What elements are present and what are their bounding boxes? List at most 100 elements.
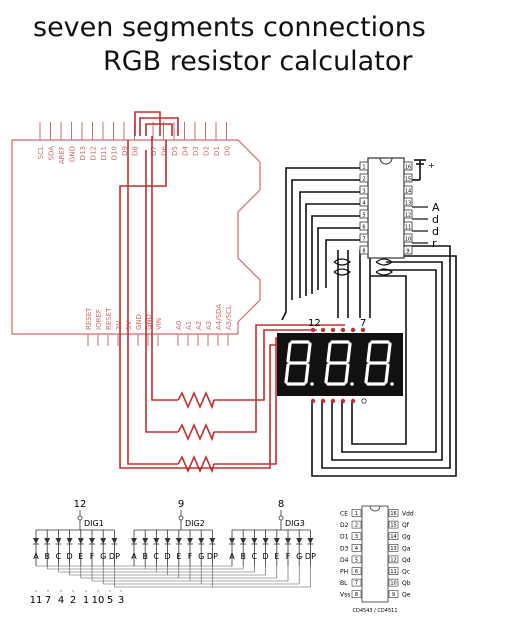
digit-pin-number: 8 (278, 499, 284, 510)
chip-left-pin-num: 7 (362, 237, 365, 243)
display-top-pin (340, 327, 346, 333)
chip-schematic-left-label: D2 (340, 522, 349, 529)
segment-led-icon (229, 538, 235, 544)
chip-schematic-left-label: BL (340, 580, 348, 587)
chip-right-pin-num: 9 (406, 249, 409, 255)
arduino-top-pin-label: D11 (100, 146, 108, 160)
digit-label: DIG1 (84, 519, 104, 528)
segment-label: F (188, 552, 193, 561)
display-bottom-pin (350, 398, 356, 404)
display-pins (310, 327, 367, 404)
chip-left-pin (359, 185, 369, 195)
chip-right-pin (403, 221, 413, 231)
segment-led-icon (55, 538, 62, 544)
arduino-bottom-pin-label: RESET (105, 307, 113, 330)
arduino-wires (119, 111, 345, 469)
chip-schematic-left-num: 8 (355, 592, 358, 598)
chip-right-pin-num: 10 (405, 237, 411, 243)
bottom-pin-number: 11 (30, 595, 43, 606)
segment-label: DP (207, 552, 218, 561)
chip-schematic-caption: CD4543 / CD4511 (353, 608, 398, 614)
chip-right-pin (403, 209, 413, 219)
digit-label: DIG3 (285, 519, 305, 528)
chip-schematic-left-label: D3 (340, 545, 349, 552)
chip-schematic-right-label: Qd (402, 557, 411, 564)
chip-left-pin (359, 173, 369, 183)
segment-label: D (263, 552, 269, 561)
arduino-bottom-pin-label: GND (135, 314, 143, 330)
display-bottom-pin (361, 398, 367, 404)
digit-label: DIG2 (185, 519, 205, 528)
segment-led-icon (33, 538, 39, 544)
segment-label: G (100, 552, 106, 561)
segment-label: D (67, 552, 73, 561)
chip-schematic-left-num: 1 (355, 511, 358, 517)
title-line-1: seven segments connections (33, 12, 426, 43)
chip-left-pin-num: 4 (362, 201, 365, 207)
segment-label: DP (305, 552, 316, 561)
chip-schematic-left-num: 5 (355, 557, 358, 563)
display-bottom-pin (320, 398, 326, 404)
chip-right-pin-num: 11 (405, 225, 411, 231)
segment-led-icon (153, 538, 160, 544)
bottom-pin-number: 5 (107, 595, 113, 606)
chip-schematic-right-label: Qf (402, 522, 410, 529)
arduino-top-pin-label: D3 (192, 146, 200, 156)
segment-led-icon (307, 538, 314, 544)
segment-led-icon (209, 538, 216, 544)
chip-schematic-right-num: 10 (390, 581, 396, 587)
segment-label: B (240, 552, 246, 561)
display-top-pin (360, 327, 366, 333)
chip-left-pin-num: 5 (362, 213, 365, 219)
segment-label: C (252, 552, 258, 561)
title-line-2: RGB resistor calculator (103, 46, 413, 77)
segment-led-icon (111, 538, 118, 544)
segment-label: F (90, 552, 95, 561)
arduino-bottom-pin-label: VIN (155, 318, 163, 330)
decoder-chip (367, 157, 405, 259)
chip-schematic-left-label: D4 (340, 557, 349, 564)
chip-left-pin (359, 245, 369, 255)
digit-pin-number: 12 (74, 499, 87, 510)
arduino-top-pin-label: SCL (37, 146, 45, 159)
chip-schematic-right-num: 9 (392, 592, 395, 598)
chip-right-pin (403, 185, 413, 195)
decimal-point (310, 382, 314, 386)
chip-schematic-right-label: Qc (402, 569, 410, 576)
chip-schematic-right-num: 13 (390, 546, 396, 552)
arduino-bottom-pin-label: IOREF (95, 309, 103, 330)
segment-led-icon (142, 538, 149, 544)
segment-led-icon (100, 538, 107, 544)
chip-schematic-left-num: 2 (355, 523, 358, 529)
arduino-bottom-pin-label: RESET (85, 307, 93, 330)
segment-label: A (33, 552, 39, 561)
arduino-bottom-pin-label: A3 (205, 321, 213, 330)
segment-label: C (154, 552, 160, 561)
bottom-pin-number: 7 (45, 595, 51, 606)
segment-label: E (274, 552, 279, 561)
chip-wires (281, 159, 457, 477)
arduino-top-pin-label: D6 (161, 145, 169, 155)
resistor-2 (177, 422, 215, 442)
chip-right-pin (403, 197, 413, 207)
segment-led-icon (262, 538, 269, 544)
bottom-pin-number: 1 (83, 595, 89, 606)
arduino-bottom-pin-label: A1 (185, 321, 193, 330)
chip-left-pin (359, 197, 369, 207)
chip-right-pin-num: 16 (405, 165, 411, 171)
arduino-top-pin-label: D9 (121, 146, 129, 156)
display-top-pin (310, 327, 316, 333)
segment-led-icon (198, 538, 205, 544)
resistor-3 (177, 454, 215, 474)
chip-schematic-left-label: PH (340, 569, 348, 576)
bottom-pin-number: 3 (118, 595, 124, 606)
segment-led-icon (89, 538, 95, 544)
decimal-point (350, 382, 354, 386)
chip-schematic-right-num: 12 (390, 557, 396, 563)
arduino-top-pin-label: GND (69, 146, 77, 162)
chip-schematic-right-label: Vdd (402, 511, 414, 518)
segment-label: B (142, 552, 148, 561)
